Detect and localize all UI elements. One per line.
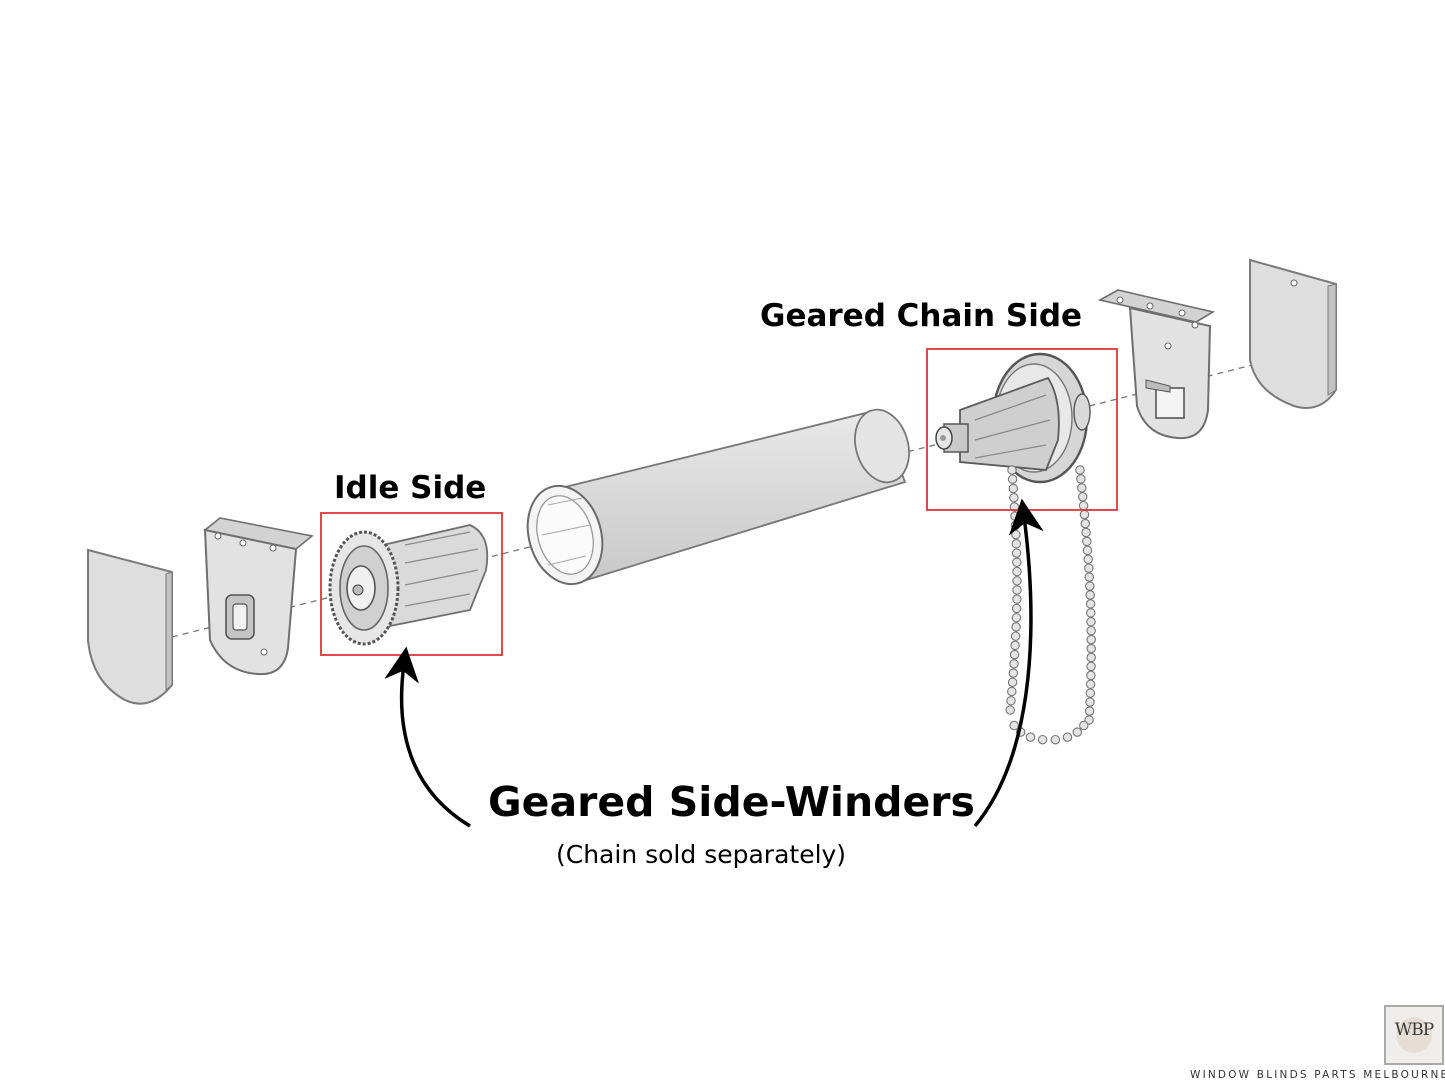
chain-bead [1050, 734, 1061, 745]
logo-monogram: WBP [1394, 1020, 1434, 1040]
roller-tube [526, 408, 910, 586]
chain-bead [1084, 572, 1095, 582]
chain-bead [1006, 696, 1016, 706]
chain-bead [1077, 492, 1088, 502]
chain-bead [1005, 705, 1015, 715]
arrow-to-geared-chain-side [973, 498, 1044, 828]
chain-bead [1009, 659, 1019, 669]
chain-bead [1012, 585, 1022, 595]
chain-bead [1080, 518, 1091, 529]
brand-name: WINDOW BLINDS PARTS MELBOURNE [1190, 1069, 1445, 1081]
chain-bead [1008, 483, 1019, 494]
chain-bead [1086, 617, 1096, 627]
chain-bead [1011, 622, 1021, 632]
chain-bead [1076, 474, 1086, 484]
chain-bead [1009, 649, 1020, 660]
diagram-subtitle: (Chain sold separately) [556, 840, 847, 869]
chain-bead [1007, 677, 1018, 688]
chain-bead [1082, 545, 1093, 556]
chain-bead [1010, 511, 1020, 521]
chain-bead [1084, 706, 1095, 716]
chain-bead [1085, 688, 1096, 698]
chain-bead [1086, 643, 1096, 654]
chain-bead [1007, 474, 1018, 484]
arrow-to-idle-side [384, 646, 471, 828]
chain-bead [1079, 720, 1089, 731]
geared-chain-mechanism [935, 352, 1091, 484]
chain-bead [1086, 652, 1096, 663]
chain-bead [1007, 465, 1017, 475]
chain-bead [1011, 612, 1022, 623]
chain-bead [1011, 603, 1022, 614]
geared-chain-side-label: Geared Chain Side [760, 298, 1083, 334]
chain-bead [1008, 668, 1019, 678]
chain-bead [1011, 548, 1022, 558]
right-bracket [1097, 289, 1216, 440]
chain-bead [1010, 520, 1021, 531]
chain-bead [1085, 590, 1095, 600]
chain-bead [1086, 625, 1096, 636]
diagram-title: Geared Side-Winders [488, 778, 975, 826]
idle-side-label: Idle Side [334, 470, 487, 506]
chain-bead [1010, 640, 1020, 651]
chain-bead [1007, 686, 1017, 697]
chain-bead [1085, 697, 1095, 707]
chain-bead [1012, 557, 1022, 568]
chain-bead [1086, 608, 1096, 618]
chain-bead [1081, 527, 1091, 538]
chain-bead [1012, 576, 1022, 586]
chain-bead [1083, 554, 1093, 565]
left-bracket [203, 517, 314, 676]
chain-bead [1086, 670, 1096, 681]
chain-bead [1085, 581, 1095, 591]
bead-chain [1005, 465, 1096, 745]
chain-bead [1072, 727, 1083, 737]
chain-bead [1084, 563, 1094, 573]
chain-bead [1086, 634, 1096, 645]
chain-bead [1011, 539, 1022, 549]
logo-disc [1396, 1017, 1432, 1053]
chain-bead [1075, 465, 1085, 475]
chain-bead [1010, 631, 1021, 641]
chain-bead [1085, 599, 1096, 609]
chain-bead [1011, 529, 1021, 540]
chain-bead [1012, 566, 1022, 577]
chain-bead [1009, 492, 1019, 503]
chain-bead [1062, 732, 1073, 742]
chain-bead [1009, 720, 1019, 731]
chain-bead [1077, 483, 1087, 493]
chain-bead [1086, 661, 1096, 672]
chain-bead [1012, 594, 1022, 604]
chain-bead [1082, 536, 1092, 547]
chain-bead [1078, 500, 1089, 511]
chain-bead [1025, 732, 1036, 742]
chain-bead [1079, 509, 1090, 520]
brand-logo: WBP [1384, 1005, 1444, 1065]
idle-end-plug [328, 524, 489, 646]
chain-bead [1037, 734, 1048, 745]
right-end-cap [1249, 258, 1337, 409]
left-end-cap [87, 548, 173, 705]
chain-bead [1085, 679, 1096, 690]
